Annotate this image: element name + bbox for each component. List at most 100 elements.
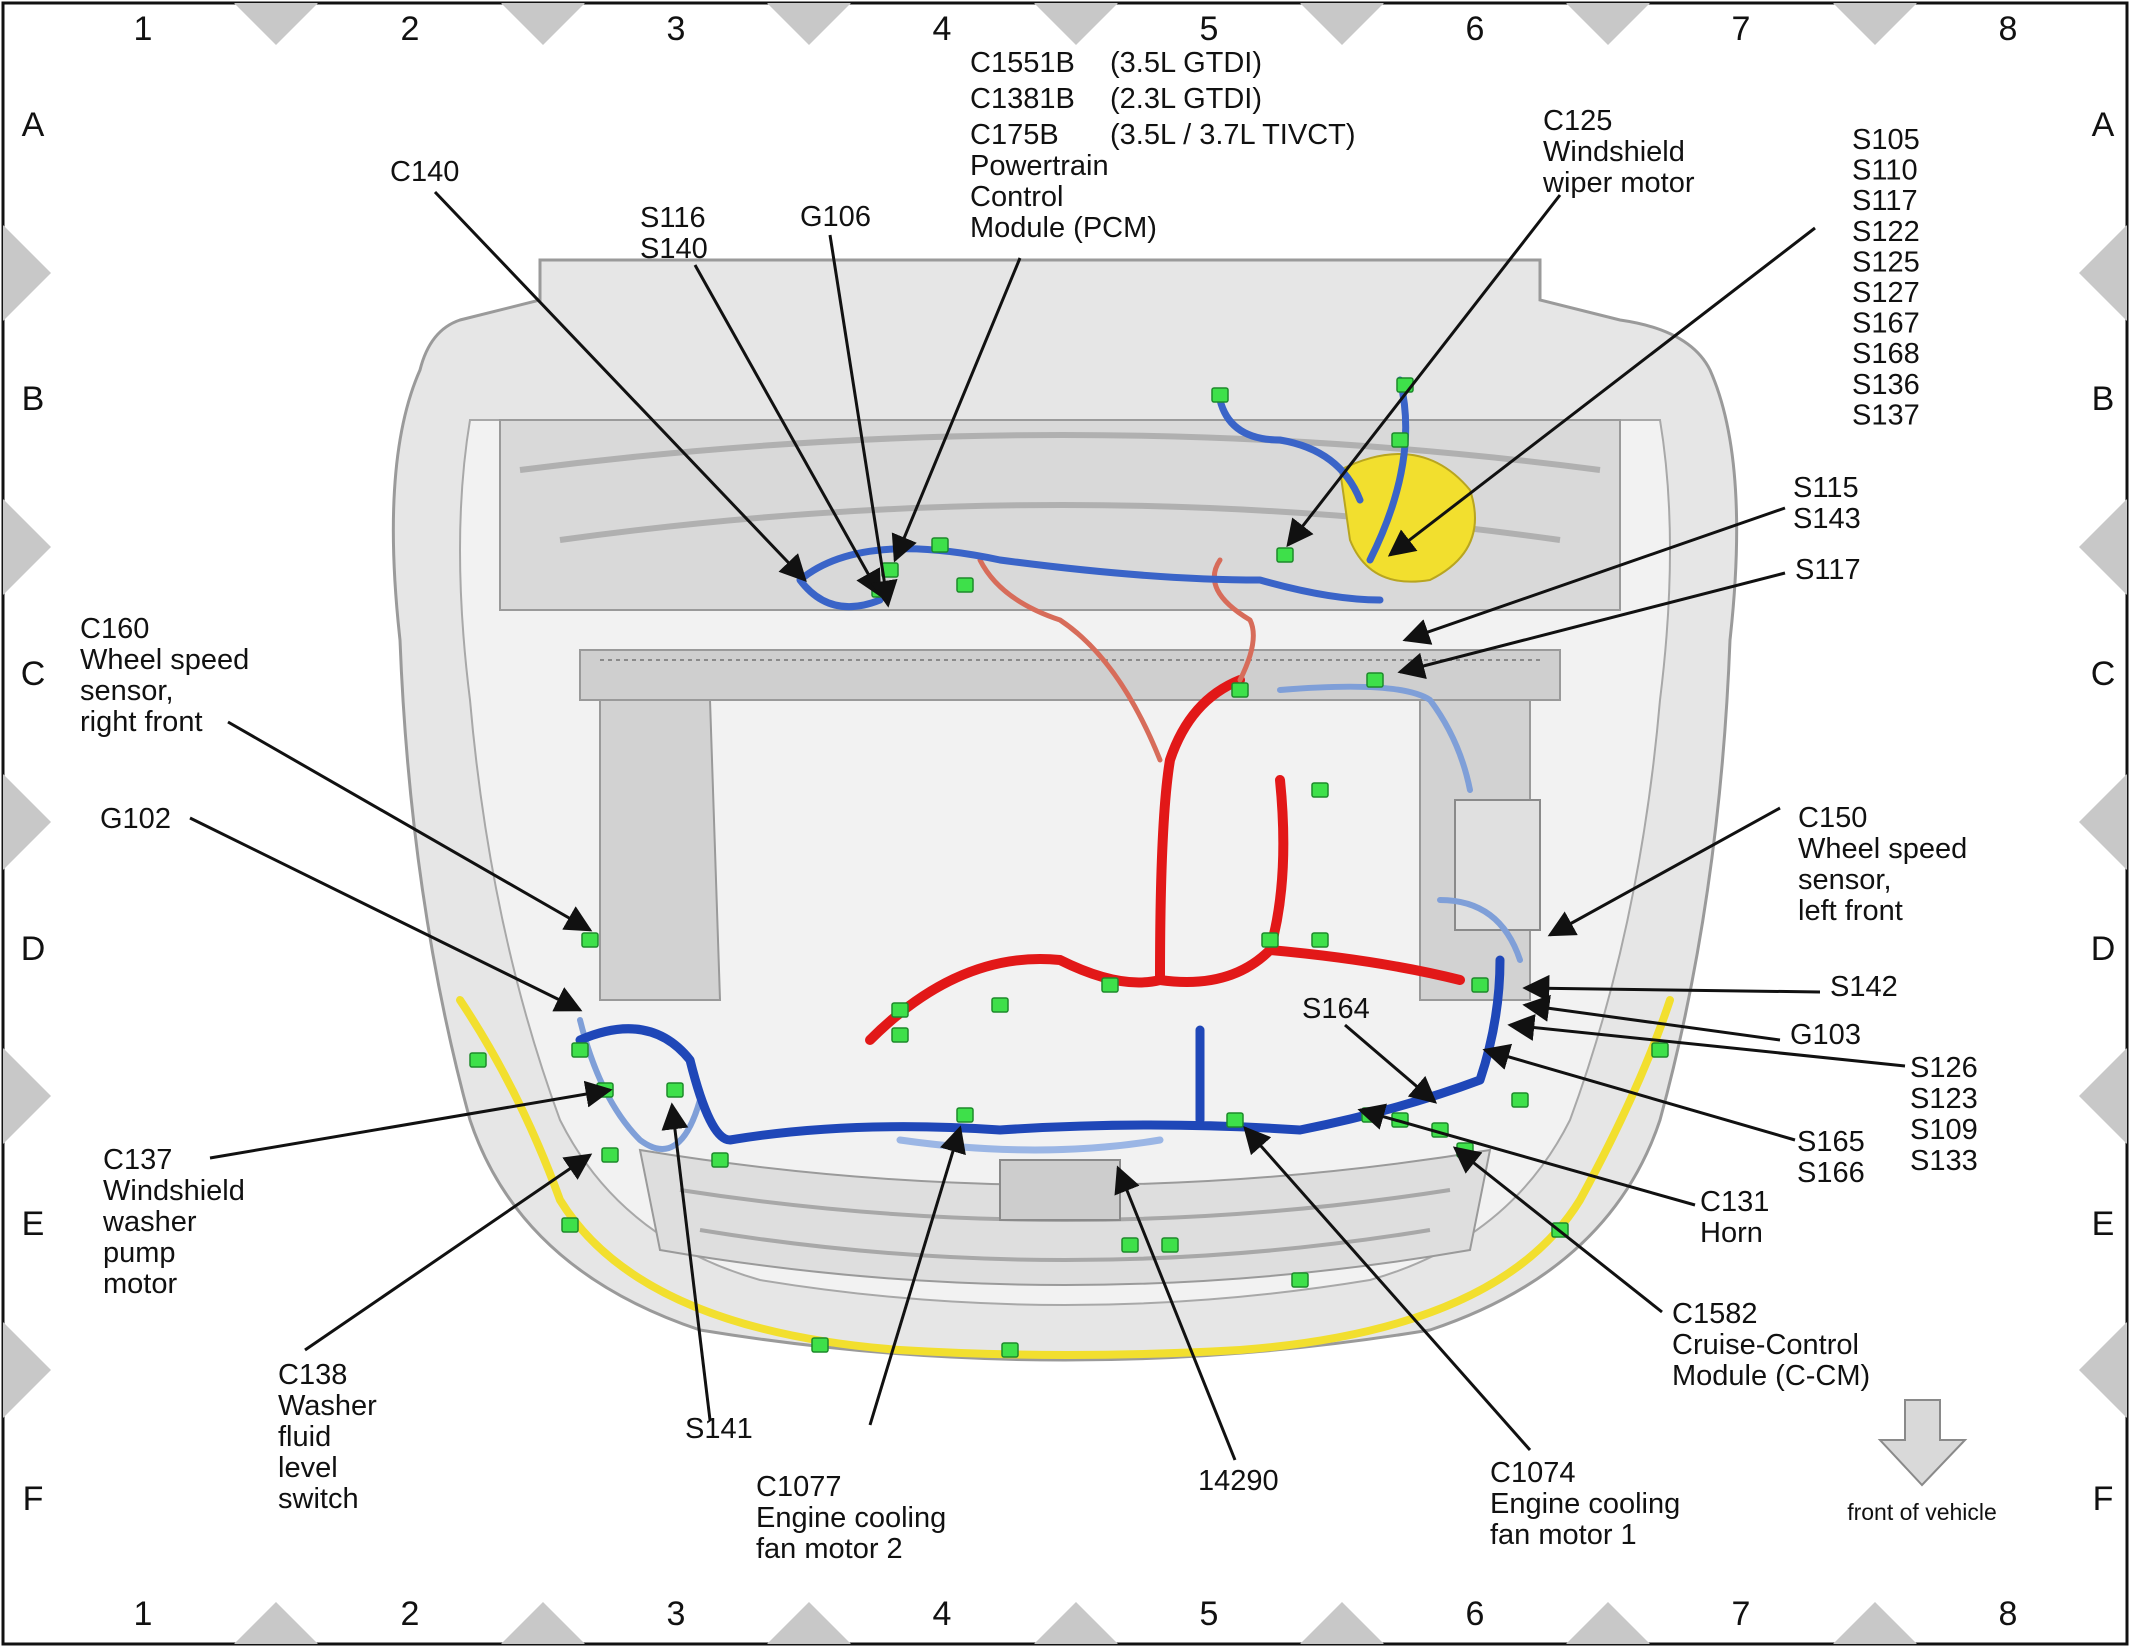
leader-line bbox=[868, 1125, 966, 1426]
connector-marker bbox=[891, 1027, 909, 1043]
grid-diamond bbox=[3, 225, 51, 321]
grid-col-3-top: 3 bbox=[667, 10, 686, 48]
leader-line bbox=[1357, 1103, 1696, 1207]
grid-diamond bbox=[2079, 1322, 2127, 1418]
grid-diamond bbox=[1566, 1602, 1650, 1644]
connector-marker bbox=[1311, 932, 1329, 948]
connector-marker bbox=[956, 1107, 974, 1123]
grid-col-2-top: 2 bbox=[401, 10, 420, 48]
grid-col-7-bottom: 7 bbox=[1732, 1595, 1751, 1633]
leader-line bbox=[1452, 1146, 1663, 1314]
grid-diamond bbox=[2079, 225, 2127, 321]
grid-diamond bbox=[1300, 3, 1384, 45]
grid-row-F-left: F bbox=[23, 1480, 44, 1518]
connector-marker bbox=[1651, 1042, 1669, 1058]
harness-blue-top bbox=[796, 376, 1410, 611]
grid-diamond bbox=[3, 1048, 51, 1144]
callout-s117: S117 bbox=[1795, 554, 1861, 586]
callout-s164: S164 bbox=[1302, 993, 1370, 1025]
connector-marker bbox=[991, 997, 1009, 1013]
grid-row-E-right: E bbox=[2092, 1205, 2115, 1243]
grid-col-6-top: 6 bbox=[1466, 10, 1485, 48]
grid-diamond bbox=[1034, 1602, 1118, 1644]
vehicle-front-body bbox=[391, 258, 1739, 1362]
front-arrow-icon bbox=[1877, 1399, 1968, 1487]
grid-diamond bbox=[1566, 3, 1650, 45]
grid-diamond bbox=[3, 1322, 51, 1418]
leader-line bbox=[1522, 994, 1781, 1042]
grid-row-F-right: F bbox=[2093, 1480, 2114, 1518]
leader-line bbox=[189, 816, 583, 1012]
leader-line bbox=[1402, 506, 1786, 645]
grid-col-2-bottom: 2 bbox=[401, 1595, 420, 1633]
grid-diamond bbox=[767, 3, 851, 45]
connector-marker bbox=[891, 1002, 909, 1018]
grid-row-B-left: B bbox=[22, 380, 45, 418]
grid-diamond bbox=[3, 774, 51, 870]
connector-marker bbox=[1001, 1342, 1019, 1358]
grid-diamond bbox=[2079, 774, 2127, 870]
connector-marker bbox=[469, 1052, 487, 1068]
grid-col-3-bottom: 3 bbox=[667, 1595, 686, 1633]
grid-row-E-left: E bbox=[22, 1205, 45, 1243]
grid-diamond bbox=[2079, 499, 2127, 595]
connector-marker bbox=[1211, 387, 1229, 403]
callout-g102: G102 bbox=[100, 803, 171, 835]
connector-marker bbox=[1161, 1237, 1179, 1253]
leader-line bbox=[1286, 194, 1562, 548]
leader-line bbox=[304, 1153, 593, 1352]
leader-line bbox=[693, 264, 882, 598]
leader-line bbox=[1344, 1023, 1438, 1104]
grid-diamond bbox=[234, 3, 318, 45]
grid-row-A-left: A bbox=[22, 106, 45, 144]
leader-line bbox=[227, 720, 593, 932]
callout-pcm-engines: (3.5L GTDI)(2.3L GTDI)(3.5L / 3.7L TIVCT… bbox=[1110, 47, 1356, 151]
callout-leader-lines bbox=[189, 190, 1906, 1461]
connector-marker bbox=[571, 1042, 589, 1058]
callout-c140: C140 bbox=[390, 156, 459, 188]
connector-marker bbox=[1101, 977, 1119, 993]
grid-row-A-right: A bbox=[2092, 106, 2115, 144]
grid-diamond bbox=[3, 499, 51, 595]
callout-g103: G103 bbox=[1790, 1019, 1861, 1051]
connector-marker bbox=[1276, 547, 1294, 563]
front-of-vehicle-label: front of vehicle bbox=[1847, 1499, 1997, 1525]
grid-diamond bbox=[501, 3, 585, 45]
grid-row-B-right: B bbox=[2092, 380, 2115, 418]
connector-marker bbox=[811, 1337, 829, 1353]
grid-diamonds bbox=[3, 3, 2127, 1644]
front-of-vehicle-indicator: front of vehicle bbox=[1847, 1399, 1997, 1525]
grid-col-1-bottom: 1 bbox=[134, 1595, 153, 1633]
connector-marker bbox=[1511, 1092, 1529, 1108]
connector-marker bbox=[1471, 977, 1489, 993]
harness-yellow bbox=[456, 996, 1674, 1359]
grid-row-C-left: C bbox=[21, 655, 46, 693]
connector-marker bbox=[561, 1217, 579, 1233]
leader-line bbox=[209, 1080, 613, 1160]
connector-marker bbox=[1391, 432, 1409, 448]
grid-col-7-top: 7 bbox=[1732, 10, 1751, 48]
grid-row-D-left: D bbox=[21, 930, 46, 968]
grid-col-5-bottom: 5 bbox=[1200, 1595, 1219, 1633]
grid-diamond bbox=[234, 1602, 318, 1644]
connector-marker bbox=[1291, 1272, 1309, 1288]
harness-light-blue-bottom bbox=[896, 1136, 1164, 1154]
leader-line bbox=[828, 234, 898, 608]
grid-col-8-top: 8 bbox=[1999, 10, 2018, 48]
grid-col-6-bottom: 6 bbox=[1466, 1595, 1485, 1633]
connector-marker bbox=[1226, 1112, 1244, 1128]
harness-red-main bbox=[865, 675, 1465, 1045]
